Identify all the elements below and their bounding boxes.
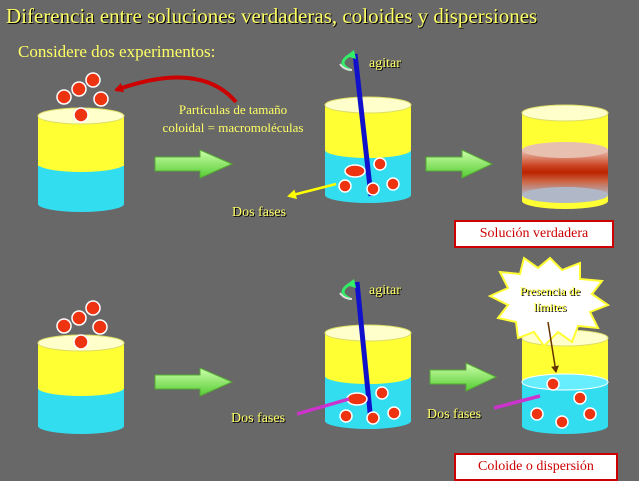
star-note: Presencia de límites (500, 283, 600, 315)
particles-note-line-1: Partículas de tamaño (178, 102, 288, 117)
slide-title: Diferencia entre soluciones verdaderas, … (6, 4, 538, 28)
stirring-rotation-icon (339, 279, 356, 301)
particles-note-line-2: coloidal = macromoléculas (162, 120, 304, 135)
stirring-rotation-icon (339, 50, 356, 72)
dos-fases-label-top: Dos fases (232, 205, 287, 220)
dos-fases-label-right: Dos fases (427, 407, 482, 422)
right-arrow-icon (154, 367, 234, 397)
result-colloid: Coloide o dispersión (454, 453, 618, 481)
phase-arrow-bottom-mid (296, 397, 350, 416)
curved-red-arrow-icon (114, 75, 238, 104)
slide-subtitle: Considere dos experimentos: (18, 42, 216, 61)
right-arrow-icon (429, 362, 498, 392)
right-arrow-icon (425, 149, 494, 179)
starburst-icon (487, 256, 611, 348)
particles-cluster-bottom (56, 300, 108, 350)
particles-note: Partículas de tamaño coloidal = macromol… (138, 101, 328, 137)
beaker-two-layers-top (37, 107, 125, 212)
particles-cluster-top (56, 72, 109, 123)
dos-fases-label-bottom: Dos fases (231, 411, 286, 426)
particles-in-beaker-bottom (339, 386, 401, 425)
right-arrow-icon (154, 149, 234, 179)
beaker-true-solution (521, 104, 609, 209)
stirrer-rod (354, 281, 374, 423)
phase-arrow-bottom-right (493, 394, 541, 410)
particles-colloid (530, 377, 597, 429)
beaker-two-layers-bottom (37, 334, 125, 434)
agitar-label-bottom: agitar (369, 283, 401, 298)
phase-arrow-top (287, 182, 337, 200)
star-note-line-1: Presencia de (519, 284, 581, 298)
result-true-solution: Solución verdadera (454, 220, 614, 248)
stirrer-rod (352, 53, 374, 197)
star-pointer-line (547, 321, 560, 373)
particles-in-beaker-top (338, 157, 400, 196)
star-note-line-2: límites (533, 300, 567, 314)
agitar-label-top: agitar (369, 56, 401, 71)
